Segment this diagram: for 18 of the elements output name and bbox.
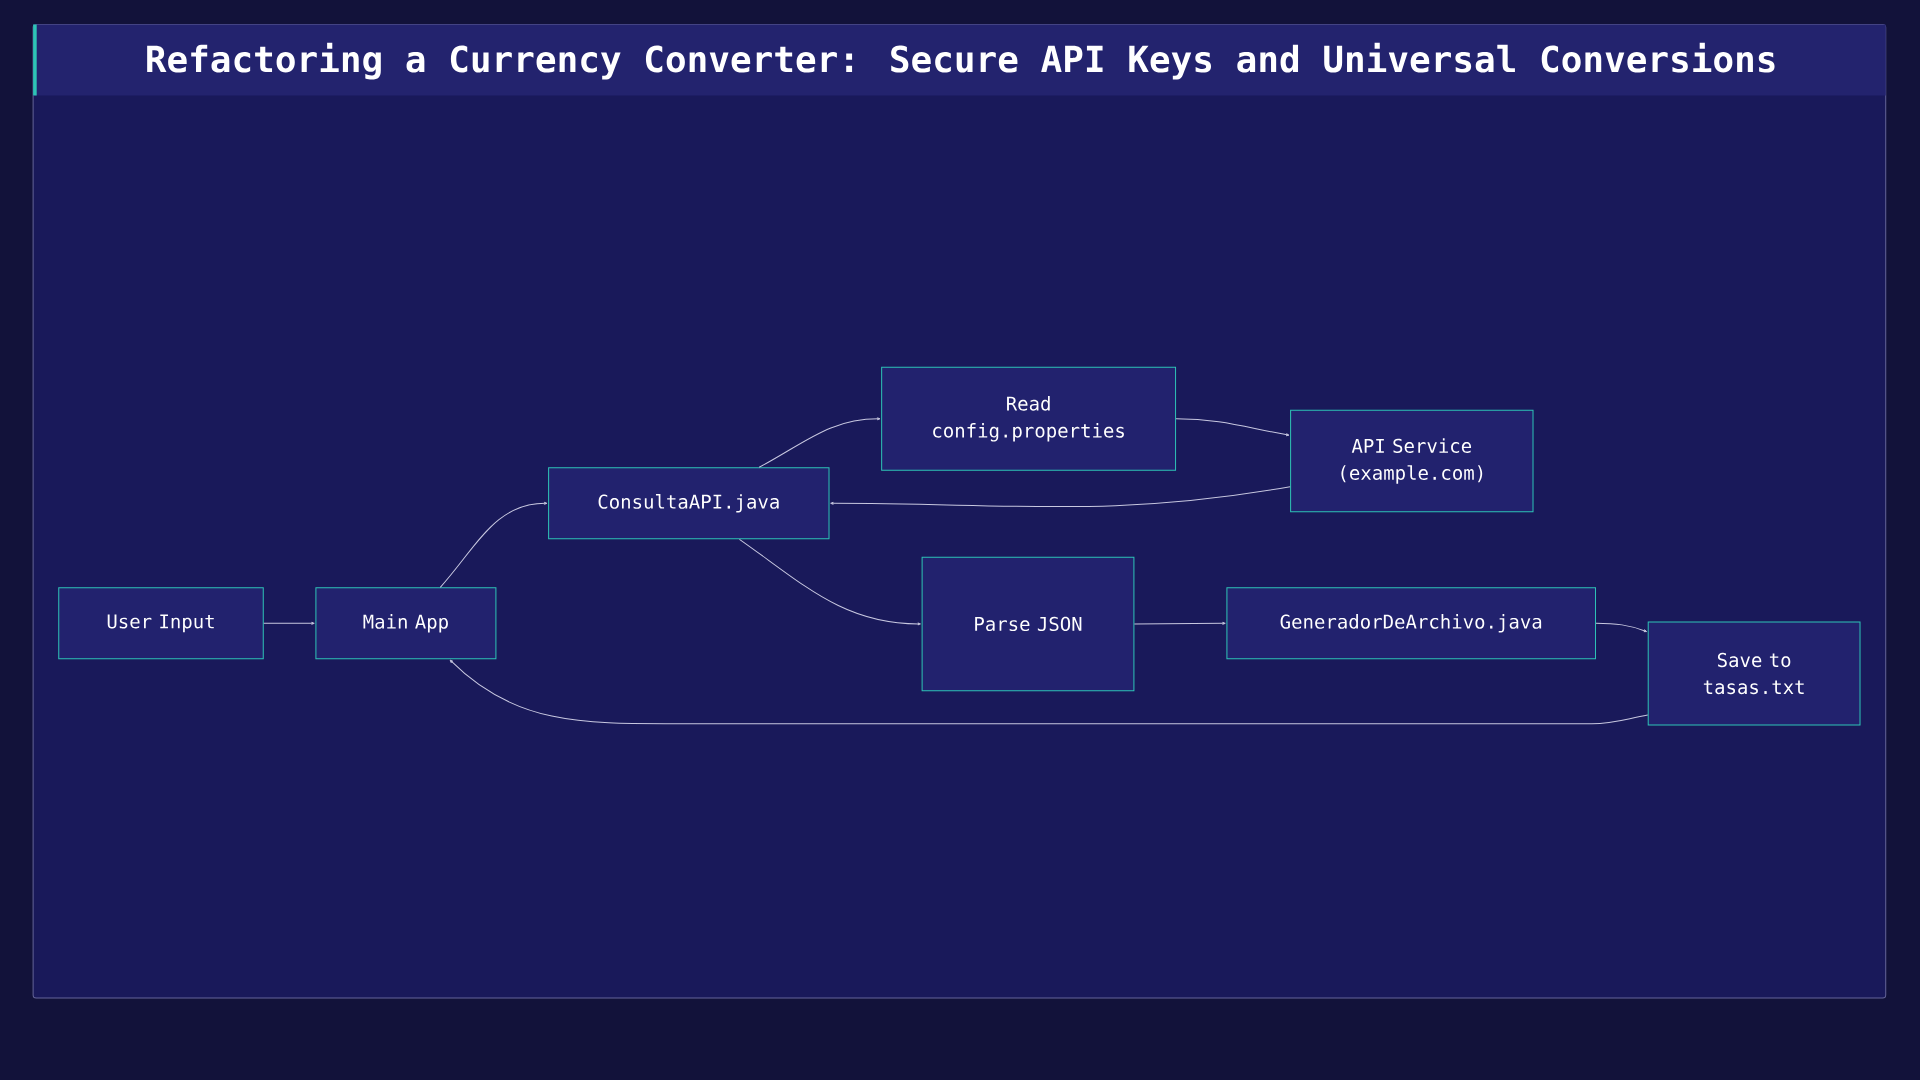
process-box: Save to tasas.txt bbox=[1647, 621, 1861, 726]
arrow bbox=[1133, 621, 1226, 625]
arrow bbox=[1595, 622, 1648, 633]
arrow bbox=[758, 417, 881, 468]
process-box: GeneradorDeArchivo.java bbox=[1226, 587, 1596, 660]
arrow bbox=[449, 659, 1649, 725]
arrow bbox=[263, 621, 315, 625]
process-box: Main App bbox=[315, 587, 497, 660]
arrow bbox=[1175, 418, 1290, 437]
title-banner: Refactoring a Currency Converter: Secure API Keys and Universal Conversions bbox=[33, 24, 1886, 96]
process-box: Parse JSON bbox=[921, 556, 1135, 692]
arrow bbox=[439, 501, 548, 588]
arrow bbox=[738, 538, 921, 626]
process-box: ConsultaAPI.java bbox=[548, 467, 830, 540]
arrow bbox=[830, 486, 1291, 508]
process-box: API Service (example.com) bbox=[1290, 409, 1534, 513]
process-box: Read config.properties bbox=[881, 366, 1177, 471]
process-box: User Input bbox=[58, 587, 264, 660]
